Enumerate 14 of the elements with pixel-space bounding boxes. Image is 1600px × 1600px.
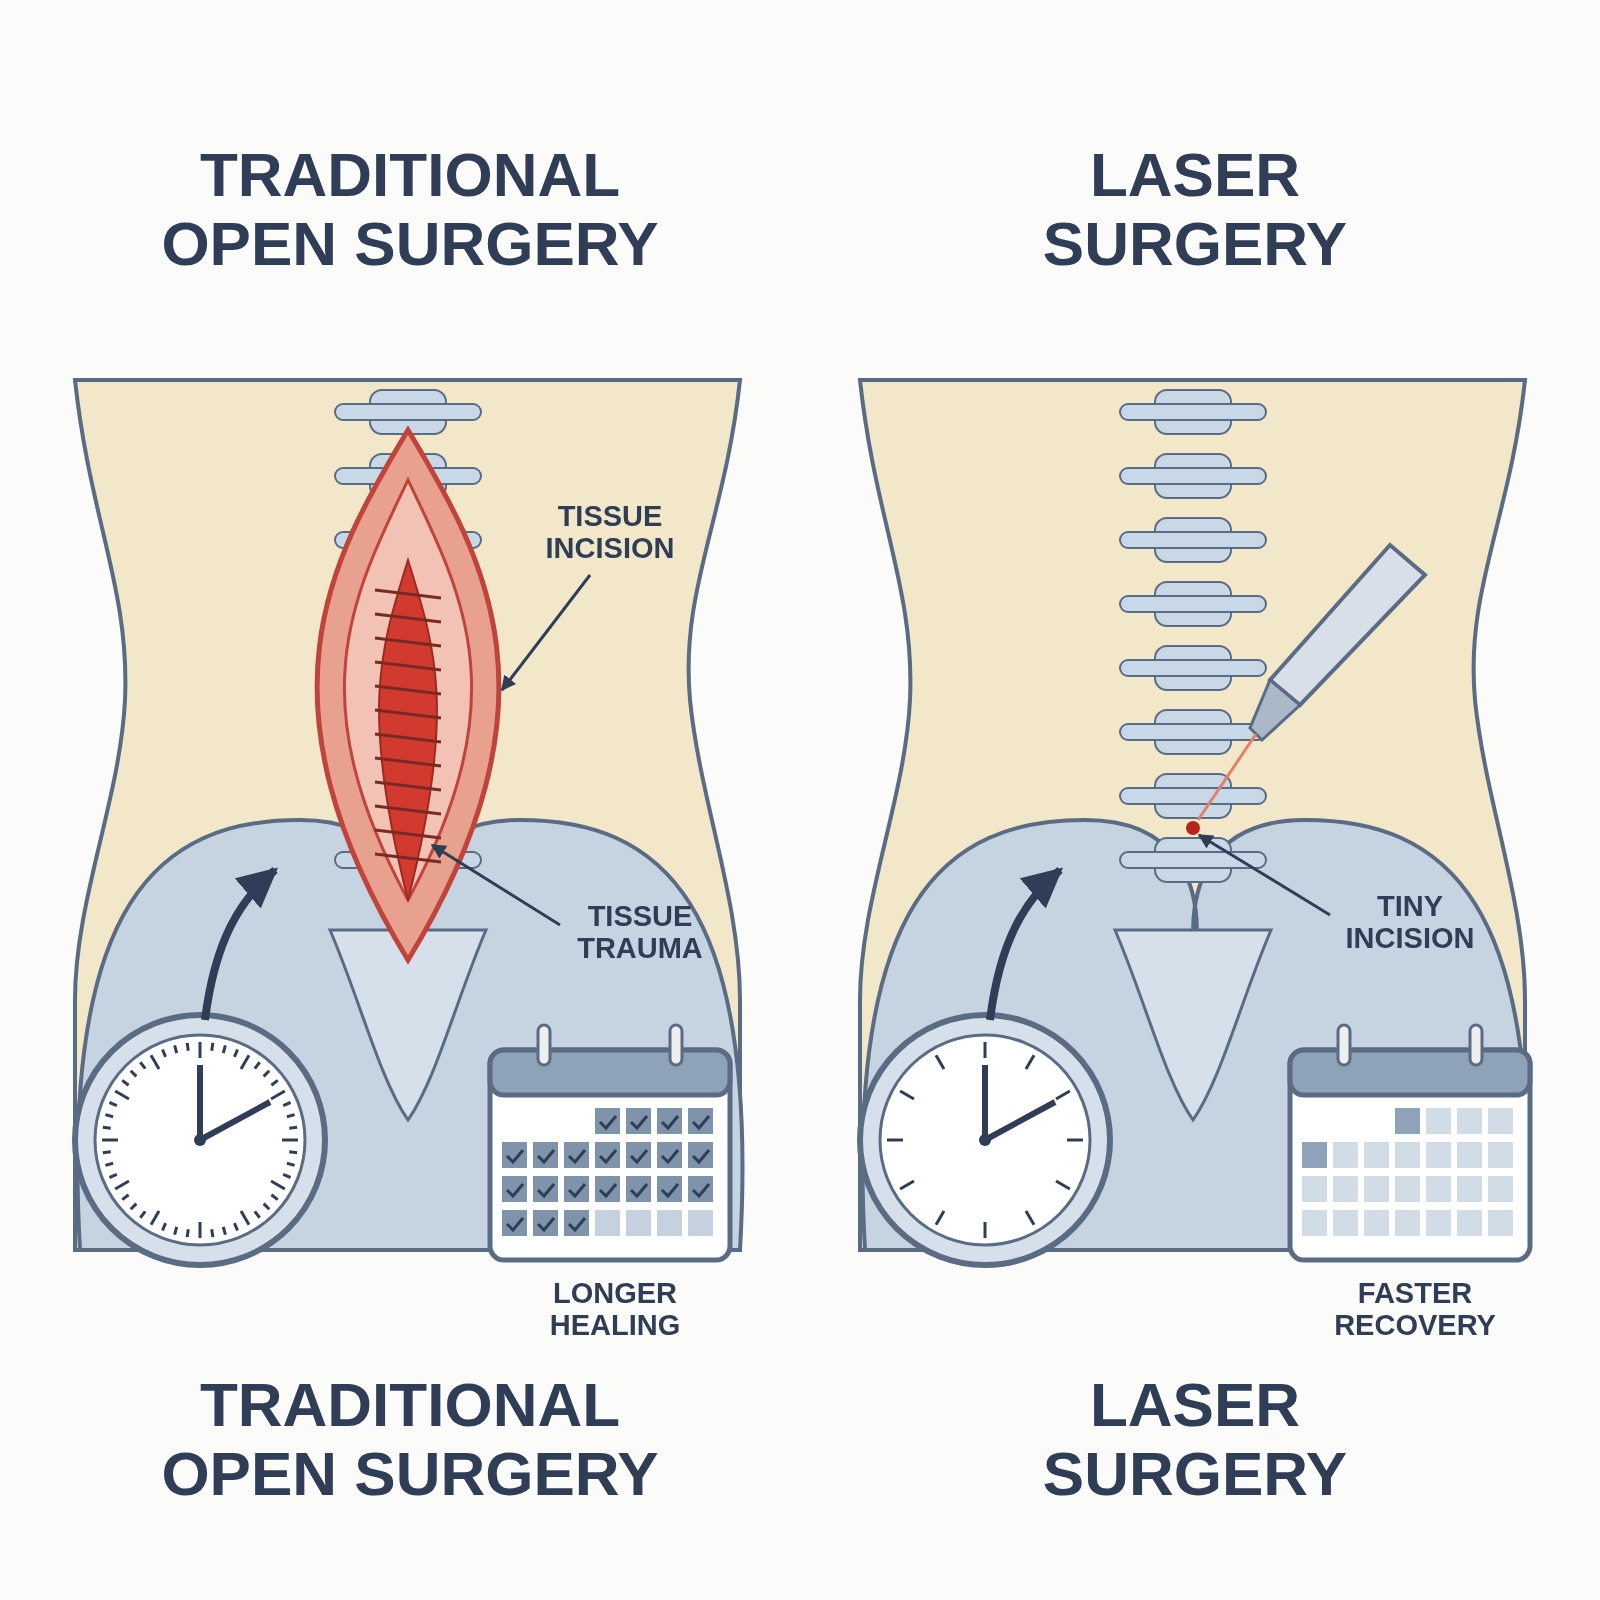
leader-line (430, 843, 561, 927)
incision-dot (1186, 821, 1200, 835)
callout-label: TISSUE INCISION (535, 500, 685, 565)
callout-label: TISSUE TRAUMA (565, 900, 715, 965)
panel-heading: LASER SURGERY (1041, 140, 1349, 279)
callout-label: TINY INCISION (1335, 890, 1485, 955)
leader-line (1197, 833, 1331, 917)
panel-heading: LASER SURGERY (1041, 1370, 1349, 1509)
panel-heading: TRADITIONAL OPEN SURGERY (160, 140, 660, 279)
caption: LONGER HEALING (548, 1277, 682, 1342)
caption: FASTER RECOVERY (1333, 1277, 1497, 1342)
surgical-incision-drawing (314, 427, 502, 963)
panel-heading: TRADITIONAL OPEN SURGERY (160, 1370, 660, 1509)
leader-line (500, 574, 592, 692)
